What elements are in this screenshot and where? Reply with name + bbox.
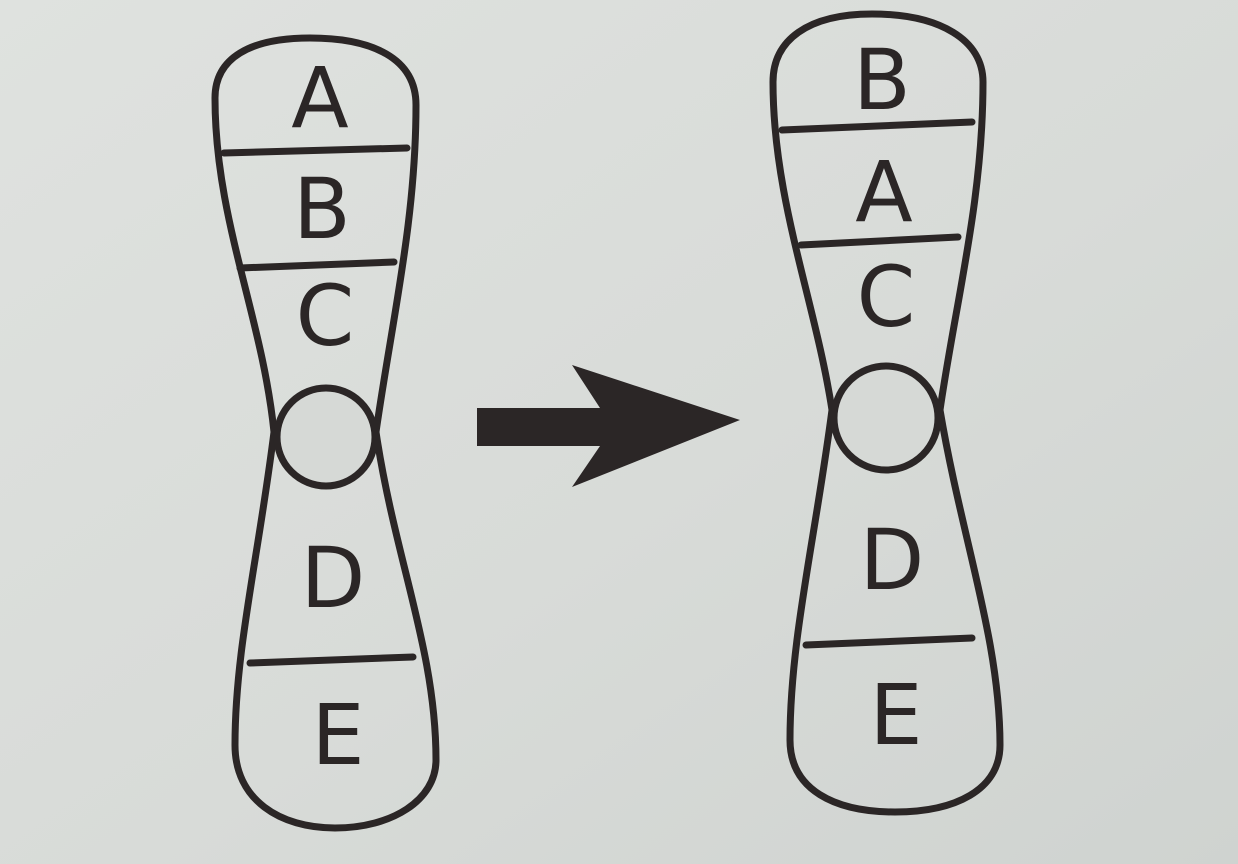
left-band-label-e: E bbox=[311, 686, 364, 784]
right-band-label-a: A bbox=[855, 143, 912, 241]
left-band-divider bbox=[236, 258, 398, 272]
left-band-label-c: C bbox=[296, 267, 355, 365]
right-band-label-c: C bbox=[857, 248, 916, 346]
arrow-right-icon-shape bbox=[477, 365, 740, 487]
right-chromosome-outline bbox=[769, 10, 1004, 816]
left-centromere bbox=[273, 384, 379, 490]
left-band-divider bbox=[246, 653, 417, 667]
right-chromosome: B A C D E bbox=[769, 10, 1004, 816]
left-band-label-d: D bbox=[301, 529, 366, 627]
left-chromosome-outline bbox=[211, 34, 440, 832]
right-band-label-d: D bbox=[860, 511, 925, 609]
left-band-divider bbox=[220, 144, 411, 157]
left-band-label-a: A bbox=[291, 49, 348, 147]
right-band-divider bbox=[778, 118, 976, 134]
left-band-label-b: B bbox=[293, 160, 351, 258]
arrow-right-icon bbox=[477, 365, 740, 487]
right-band-label-e: E bbox=[869, 666, 922, 764]
right-centromere bbox=[830, 362, 942, 474]
left-chromosome: A B C D E bbox=[211, 34, 440, 832]
right-band-divider bbox=[802, 634, 976, 649]
right-band-divider bbox=[797, 233, 962, 249]
right-band-label-b: B bbox=[853, 31, 911, 129]
